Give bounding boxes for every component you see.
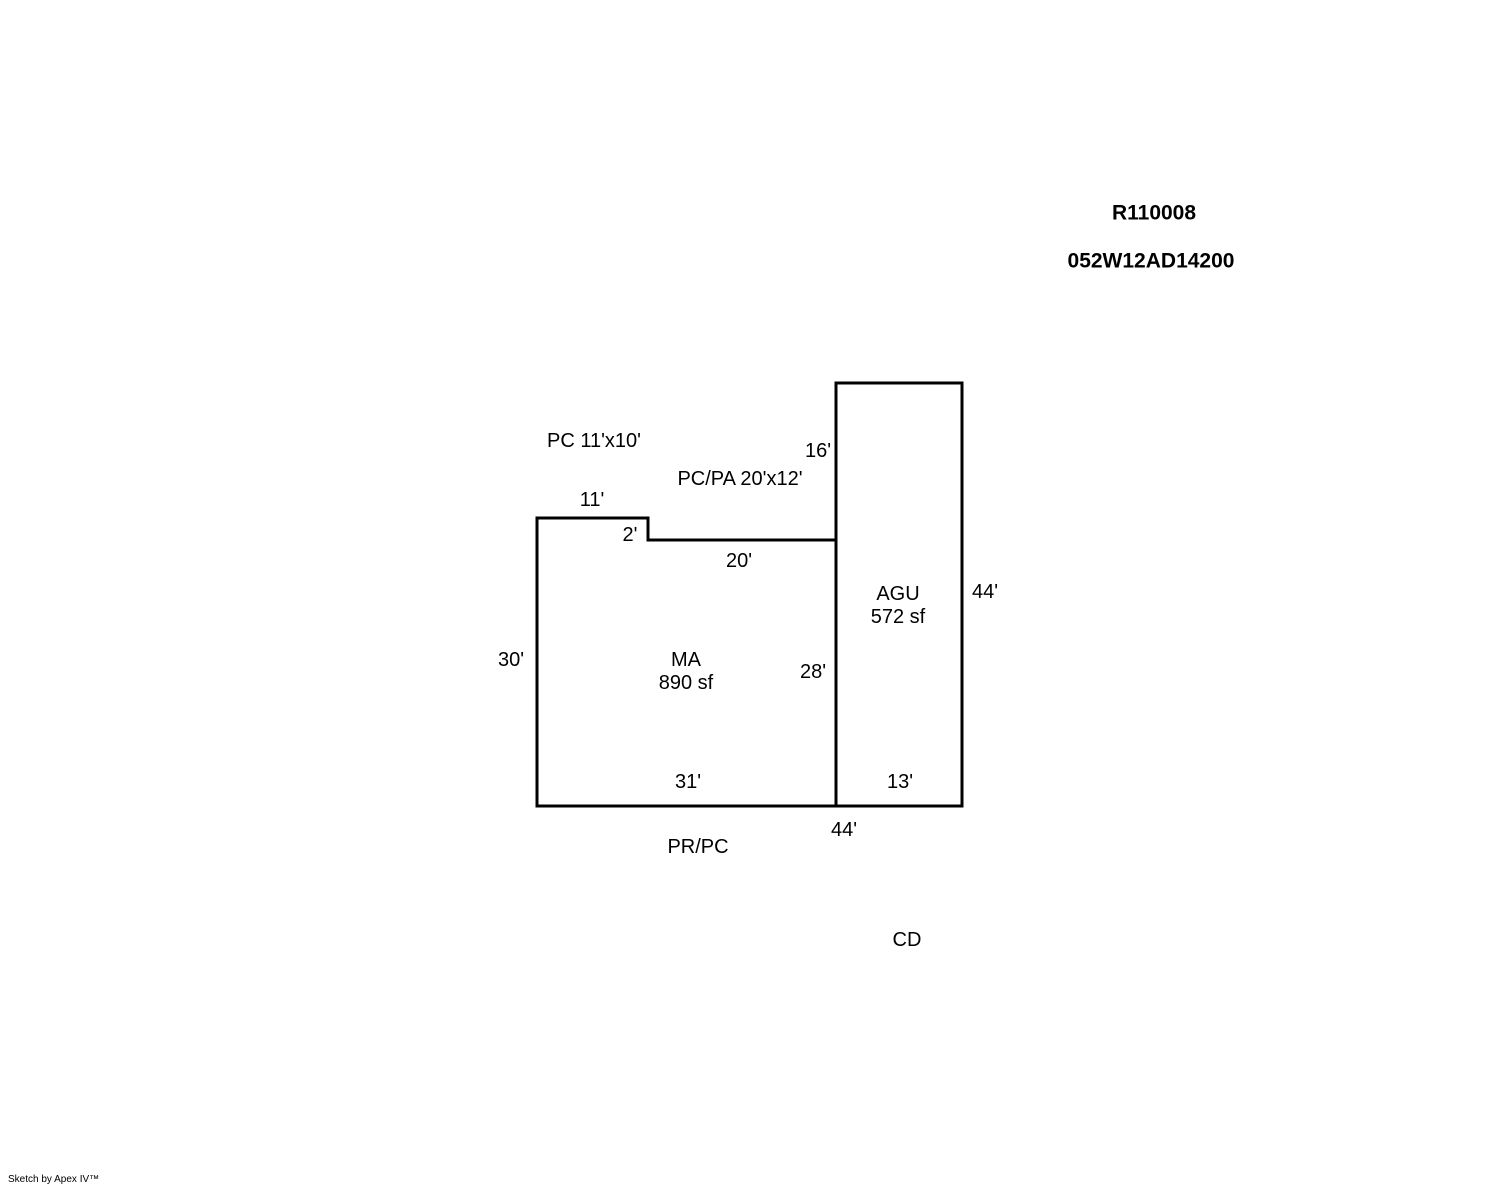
dimension-top-11: 11' xyxy=(579,489,605,511)
agu-area-label: AGU 572 sf xyxy=(871,583,925,629)
annotation-prpc: PR/PC xyxy=(667,836,729,858)
dimension-bottom-31: 31' xyxy=(674,771,702,793)
agu-outline xyxy=(834,381,964,808)
agu-size: 572 sf xyxy=(870,606,926,628)
dimension-agu-top-16: 16' xyxy=(804,440,832,462)
dimension-left-30: 30' xyxy=(497,649,525,671)
agu-name: AGU xyxy=(876,583,920,605)
ma-name: MA xyxy=(670,649,701,671)
ma-size: 890 sf xyxy=(658,672,714,694)
dimension-bottom-44: 44' xyxy=(830,819,858,841)
sketch-credit: Sketch by Apex IV™ xyxy=(8,1174,100,1185)
parcel-id: 052W12AD14200 xyxy=(1067,249,1235,273)
dimension-agu-right-44: 44' xyxy=(971,581,999,603)
dimension-top-20: 20' xyxy=(725,550,753,572)
annotation-cd: CD xyxy=(892,929,922,951)
annotation-pcpa: PC/PA 20'x12' xyxy=(677,468,803,490)
dimension-agu-bottom-13: 13' xyxy=(886,771,914,793)
annotation-pc: PC 11'x10' xyxy=(547,430,641,452)
record-id: R110008 xyxy=(1111,201,1197,225)
dimension-ma-right-28: 28' xyxy=(799,661,827,683)
ma-area-label: MA 890 sf xyxy=(659,649,713,695)
dimension-step-2: 2' xyxy=(622,524,638,546)
